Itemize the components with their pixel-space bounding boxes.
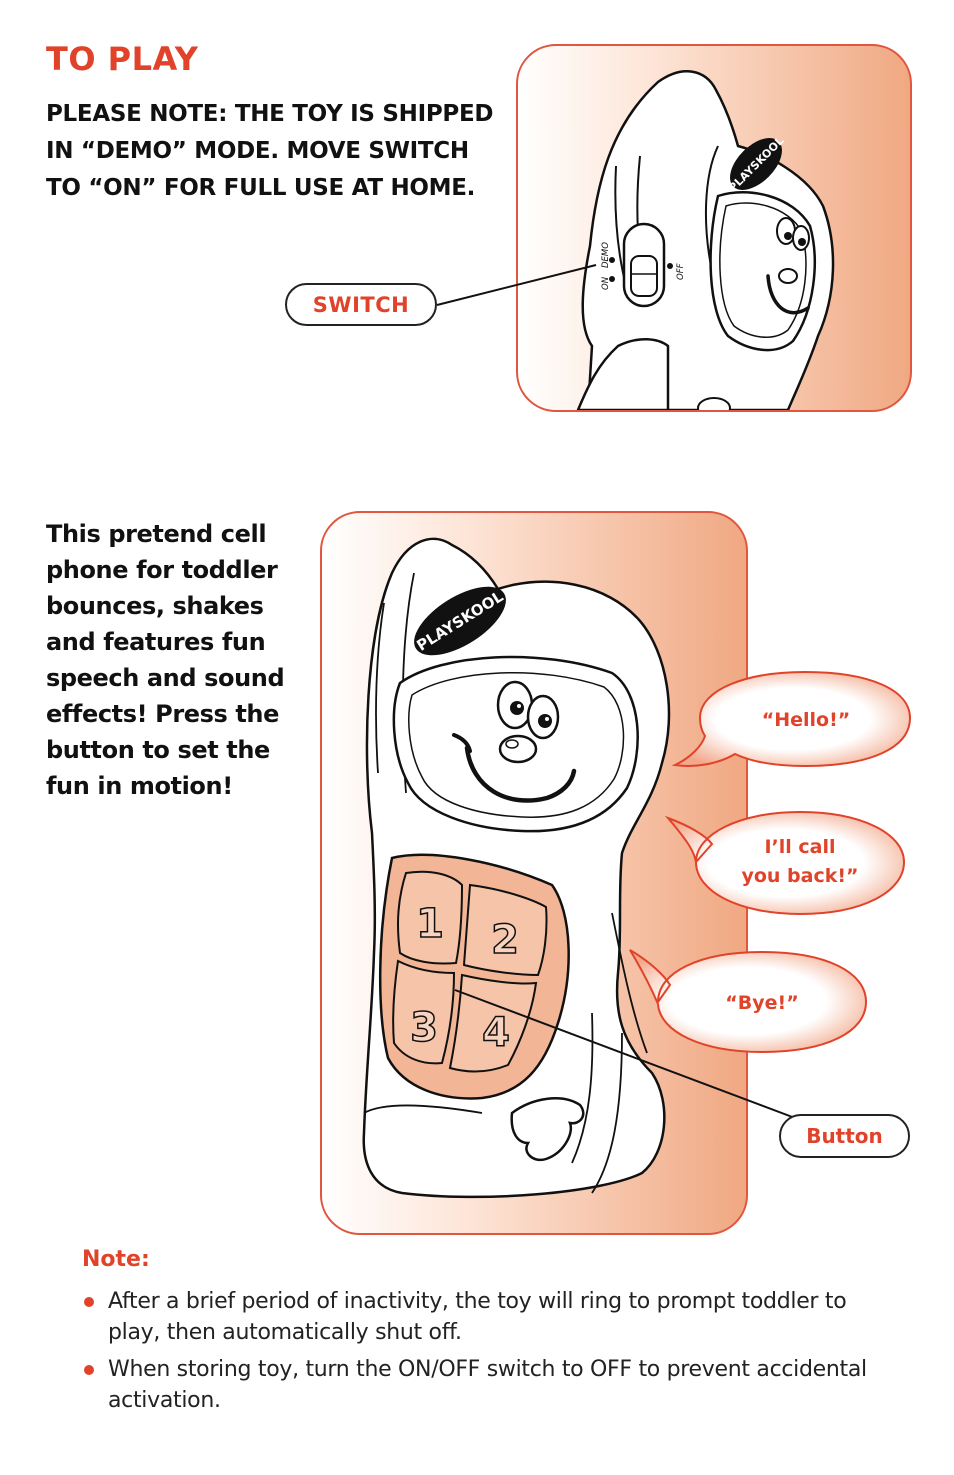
note-item: When storing toy, turn the ON/OFF switch… <box>82 1354 902 1416</box>
key-1 <box>397 870 464 965</box>
bubble-call-line-1: I’ll call <box>764 836 836 858</box>
toy-description: This pretend cell phone for toddler boun… <box>46 520 285 800</box>
switch-slider <box>630 255 658 297</box>
key-3 <box>392 959 456 1065</box>
key-label-4: 4 <box>482 1010 510 1056</box>
switch-label-off: OFF <box>676 263 686 280</box>
face-screen <box>709 191 816 352</box>
bullet-icon <box>84 1297 94 1307</box>
bubble-call-back-text: I’ll call you back!” <box>700 812 900 912</box>
switch-illustration: PLAYSKOOL DEMO ON OFF <box>576 70 835 410</box>
phone-illustration: PLAYSKOOL 1 2 3 4 <box>362 537 671 1199</box>
bubble-call-line-2: you back!” <box>741 865 859 887</box>
note-item-text: When storing toy, turn the ON/OFF switch… <box>108 1357 867 1413</box>
phone-illustration-panel: PLAYSKOOL 1 2 3 4 <box>320 511 748 1235</box>
bubble-hello-text: “Hello!” <box>761 708 851 731</box>
note-heading: Note: <box>82 1247 150 1272</box>
switch-label-demo: DEMO <box>601 242 611 268</box>
switch-label-on: ON <box>601 276 611 290</box>
key-label-2: 2 <box>491 917 519 963</box>
switch-callout-label: SWITCH <box>285 283 437 326</box>
bullet-icon <box>84 1365 94 1375</box>
demo-mode-note: PLEASE NOTE: THE TOY IS SHIPPED IN “DEMO… <box>46 101 494 201</box>
note-item-text: After a brief period of inactivity, the … <box>108 1289 847 1345</box>
key-2 <box>462 883 548 977</box>
note-item: After a brief period of inactivity, the … <box>82 1286 902 1348</box>
phone-lower-body <box>576 338 670 410</box>
button-callout-label: Button <box>779 1114 910 1158</box>
switch-illustration-panel: PLAYSKOOL DEMO ON OFF <box>516 44 912 412</box>
key-label-1: 1 <box>416 901 444 947</box>
bubble-bye-text: “Bye!” <box>725 991 799 1014</box>
section-title: TO PLAY <box>46 40 199 78</box>
note-list: After a brief period of inactivity, the … <box>82 1286 902 1422</box>
key-label-3: 3 <box>410 1005 438 1051</box>
